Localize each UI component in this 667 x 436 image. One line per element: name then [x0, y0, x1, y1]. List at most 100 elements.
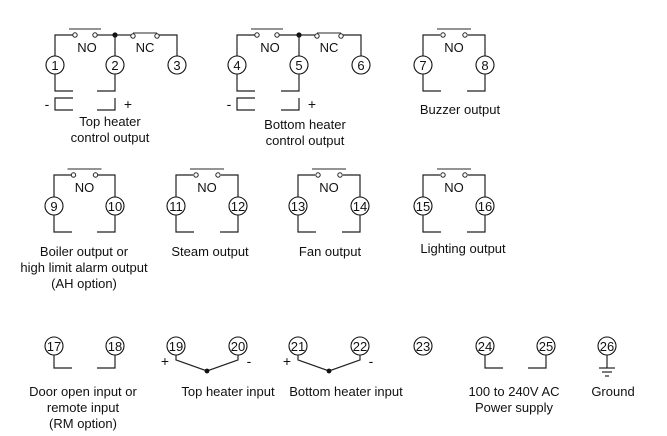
wire	[97, 74, 116, 92]
terminal-circle	[167, 55, 187, 75]
terminal-24: 24	[475, 336, 495, 356]
wire	[422, 74, 441, 92]
caption-line: Steam output	[171, 244, 249, 259]
contact-point	[70, 172, 77, 178]
contact-point	[462, 172, 468, 178]
wire	[175, 215, 194, 233]
contact-point	[314, 33, 320, 39]
nc-label: NC	[136, 40, 155, 55]
wire	[422, 215, 441, 233]
caption-line: remote input	[47, 400, 120, 415]
terminal-number: 16	[478, 199, 492, 214]
terminal-5: 5	[289, 55, 309, 75]
terminal-20: 20	[228, 336, 248, 356]
wire	[468, 174, 486, 197]
wire	[175, 174, 193, 197]
contact-point	[338, 33, 344, 39]
wire	[281, 98, 300, 111]
caption-line: Bottom heater	[264, 117, 346, 132]
terminal-1: 1	[45, 55, 65, 75]
terminal-number: 19	[169, 339, 183, 354]
terminal-number: 7	[419, 58, 426, 73]
contact-point	[254, 32, 260, 38]
wire	[528, 355, 547, 369]
terminal-number: 20	[231, 339, 245, 354]
wire	[54, 97, 73, 111]
contact-point	[193, 172, 199, 178]
junction-dot	[204, 368, 210, 374]
terminal-17: 17	[44, 336, 64, 356]
contact-point	[315, 172, 321, 178]
terminal-number: 1	[51, 58, 58, 73]
contact-point	[440, 172, 446, 178]
terminal-number: 2	[111, 58, 118, 73]
terminal-number: 22	[353, 339, 367, 354]
contact-point	[92, 32, 98, 38]
caption-line: Top heater input	[181, 384, 275, 399]
wire	[342, 215, 361, 233]
ground-icon	[599, 355, 615, 377]
caption-line: 100 to 240V AC	[468, 384, 559, 399]
terminal-7: 7	[413, 55, 433, 75]
caption-line: Buzzer output	[420, 102, 501, 117]
wire	[297, 215, 316, 233]
terminal-10: 10	[105, 196, 125, 216]
wire	[236, 74, 255, 92]
terminal-25: 25	[536, 336, 556, 356]
caption-line: Door open input or	[29, 384, 137, 399]
terminal-22: 22	[350, 336, 370, 356]
wire	[97, 355, 116, 369]
caption-line: (RM option)	[49, 416, 117, 431]
caption-line: Lighting output	[420, 241, 506, 256]
no-label: NO	[260, 40, 280, 55]
wire	[236, 97, 255, 111]
wire	[159, 34, 178, 56]
caption-line: Boiler output or	[40, 244, 129, 259]
terminal-number: 23	[416, 339, 430, 354]
wire	[220, 215, 239, 233]
wire	[97, 215, 116, 233]
terminal-14: 14	[350, 196, 370, 216]
terminal-9: 9	[44, 196, 64, 216]
no-label: NO	[77, 40, 97, 55]
junction-dot	[326, 368, 332, 374]
terminal-3: 3	[167, 55, 187, 75]
nc-label: NC	[320, 40, 339, 55]
contact-point	[72, 32, 78, 38]
terminal-number: 13	[291, 199, 305, 214]
plus-sign: +	[124, 96, 132, 112]
terminal-number: 11	[169, 199, 183, 214]
wire	[422, 174, 440, 197]
wire	[297, 174, 315, 197]
terminal-8: 8	[475, 55, 495, 75]
terminal-11: 11	[166, 196, 186, 216]
terminal-4: 4	[227, 55, 247, 75]
plus-sign: +	[161, 353, 169, 369]
terminal-number: 25	[539, 339, 553, 354]
terminal-6: 6	[351, 55, 371, 75]
no-label: NO	[319, 180, 339, 195]
terminal-number: 17	[47, 339, 61, 354]
caption-line: (AH option)	[51, 276, 117, 291]
contact-point	[130, 33, 136, 39]
minus-sign: -	[45, 96, 50, 112]
terminal-number: 4	[233, 58, 240, 73]
wire	[467, 74, 486, 92]
terminal-21: 21	[288, 336, 308, 356]
caption-line: control output	[71, 130, 150, 145]
terminal-2: 2	[105, 55, 125, 75]
terminal-13: 13	[288, 196, 308, 216]
group-unused: 23	[413, 336, 433, 356]
terminal-number: 10	[108, 199, 122, 214]
wire	[281, 74, 300, 92]
no-label: NO	[444, 40, 464, 55]
terminal-number: 18	[108, 339, 122, 354]
terminal-19: 19	[166, 336, 186, 356]
contact-point	[462, 32, 468, 38]
